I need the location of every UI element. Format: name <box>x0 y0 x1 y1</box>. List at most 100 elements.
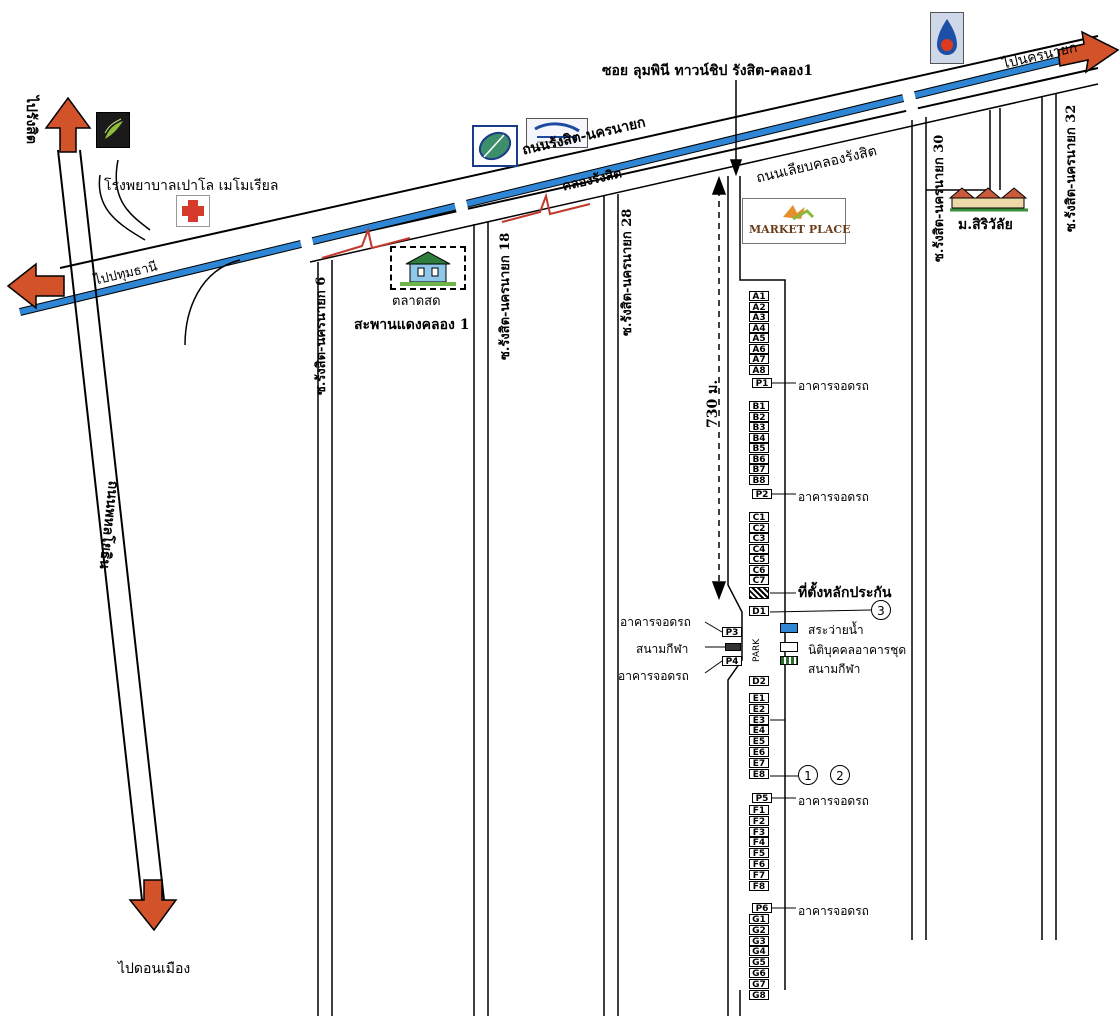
frontage-road <box>309 83 1099 263</box>
building-f8: F8 <box>749 880 769 892</box>
pool-label: สระว่ายน้ำ <box>808 623 864 637</box>
building-g5: G5 <box>749 957 769 968</box>
canal-line <box>19 44 1111 316</box>
building-g8: G8 <box>749 989 769 1001</box>
red-bridge-markers <box>321 192 591 259</box>
parking-label-p1: อาคารจอดรถ <box>798 379 869 393</box>
bridge-label: สะพานแดงคลอง 1 <box>354 317 470 333</box>
parking-label-p6: อาคารจอดรถ <box>798 904 869 918</box>
park-label: PARK <box>752 638 762 662</box>
building-f7: F7 <box>749 869 769 881</box>
market-label: ตลาดสด <box>392 294 441 309</box>
ptt-logo-icon <box>472 125 518 167</box>
leaf-logo-icon <box>104 118 123 139</box>
building-p5: P5 <box>752 793 772 804</box>
sports-left-icon <box>725 643 741 651</box>
sports-label-left: สนามกีฬา <box>636 642 689 656</box>
marker-1: 1 <box>798 765 818 785</box>
building-p4: P4 <box>722 656 742 667</box>
building-c5: C5 <box>749 554 769 565</box>
building-e4: E4 <box>749 725 769 736</box>
parking-label-p4: อาคารจอดรถ <box>618 669 689 683</box>
building-c4: C4 <box>749 543 769 555</box>
building-b8: B8 <box>749 474 769 486</box>
building-p6: P6 <box>752 903 772 914</box>
direction-arrows <box>6 30 1120 932</box>
market-building-icon <box>390 246 466 290</box>
arrow-nakhonnayok-icon <box>1057 30 1120 74</box>
project-road <box>727 176 786 1016</box>
juristic-icon <box>780 642 798 652</box>
university-icon <box>948 186 1030 212</box>
building-c6: C6 <box>749 564 769 576</box>
building-g7: G7 <box>749 978 769 990</box>
building-f3: F3 <box>749 826 769 838</box>
hospital-icon <box>176 195 210 227</box>
building-c7: C7 <box>749 575 769 586</box>
building-b5: B5 <box>749 443 769 454</box>
soi-roads <box>317 93 1057 1016</box>
distance-label: 730 ม. <box>705 379 721 428</box>
top-logo-icon <box>96 112 130 148</box>
building-f2: F2 <box>749 815 769 827</box>
building-e3: E3 <box>749 714 769 726</box>
building-a6: A6 <box>749 343 769 355</box>
university-label: ม.สิริวัลัย <box>958 217 1013 233</box>
building-g4: G4 <box>749 946 769 957</box>
parking-label-p5: อาคารจอดรถ <box>798 794 869 808</box>
building-g2: G2 <box>749 924 769 936</box>
building-b7: B7 <box>749 464 769 475</box>
sports-label-right: สนามกีฬา <box>808 662 861 676</box>
building-f4: F4 <box>749 837 769 848</box>
pool-icon <box>780 623 798 633</box>
building-b6: B6 <box>749 453 769 465</box>
highway-road <box>57 149 165 901</box>
market-place-logo: MARKET PLACE <box>742 198 851 244</box>
market-place-label: MARKET PLACE <box>749 223 851 236</box>
building-e2: E2 <box>749 703 769 715</box>
building-a2: A2 <box>749 301 769 313</box>
building-b4: B4 <box>749 432 769 444</box>
building-b3: B3 <box>749 422 769 433</box>
building-b2: B2 <box>749 411 769 423</box>
distance-arrow <box>711 175 727 601</box>
marker-2: 2 <box>830 765 850 785</box>
building-a7: A7 <box>749 354 769 365</box>
building-c2: C2 <box>749 522 769 534</box>
building-e5: E5 <box>749 736 769 747</box>
arrow-rangsit-icon <box>44 96 92 153</box>
building-g3: G3 <box>749 935 769 947</box>
fuel-station-icon <box>930 12 964 64</box>
building-a1: A1 <box>749 291 769 302</box>
pin-location-label: ที่ตั้งหลักประกัน <box>798 585 892 601</box>
building-f6: F6 <box>749 859 769 870</box>
building-g6: G6 <box>749 968 769 979</box>
sports-right-icon <box>780 656 798 665</box>
soi6-label: ซ.รังสิต-นครนายก 6 <box>314 276 329 395</box>
project-label: ซอย ลุมพินี ทาวน์ชิป รังสิต-คลอง1 <box>602 63 813 79</box>
to-donmueang-label: ไปดอนเมือง <box>118 961 191 977</box>
soi32-label: ซ.รังสิต-นครนายก 32 <box>1064 104 1079 232</box>
hospital-label: โรงพยาบาลเปาโล เมโมเรียล <box>104 178 279 194</box>
building-e6: E6 <box>749 747 769 758</box>
soi30-label: ซ.รังสิต-นครนายก 30 <box>932 134 947 262</box>
bank-logo-icon <box>526 118 588 148</box>
parking-label-p3: อาคารจอดรถ <box>620 615 691 629</box>
building-d1: D1 <box>749 606 769 617</box>
building-c3: C3 <box>749 533 769 544</box>
project-pointer <box>729 80 743 177</box>
building-f1: F1 <box>749 805 769 816</box>
building-a3: A3 <box>749 312 769 323</box>
soi28-label: ซ.รังสิต-นครนายก 28 <box>620 208 635 336</box>
building-c1: C1 <box>749 512 769 523</box>
arrow-donmueang-icon <box>128 879 178 932</box>
building-g1: G1 <box>749 914 769 925</box>
marker-3: 3 <box>871 600 891 620</box>
building-a5: A5 <box>749 333 769 344</box>
building-p1: P1 <box>752 378 772 389</box>
building-d2: D2 <box>749 676 769 687</box>
building-b1: B1 <box>749 401 769 412</box>
to-rangsit-label: ไปรังสิต <box>23 96 39 144</box>
